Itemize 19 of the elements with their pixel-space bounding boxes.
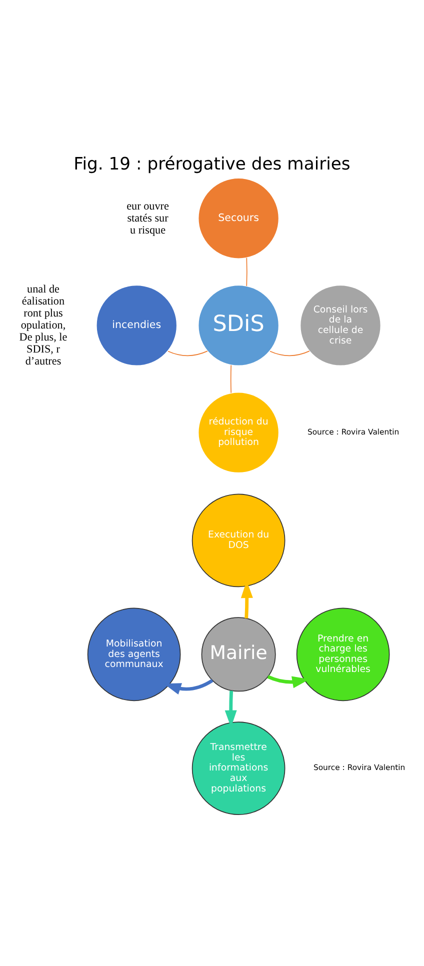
node-circle: réduction du risque pollution — [198, 391, 280, 473]
node-circle: incendies — [96, 284, 178, 366]
node-circle: Conseil lors de la cellule de crise — [300, 284, 382, 366]
label: Source : Rovira Valentin — [307, 426, 400, 436]
node-circle: Execution du DOS — [192, 493, 286, 587]
label: Source : Rovira Valentin — [313, 762, 406, 772]
connector — [270, 350, 310, 356]
label: eur ouvre statés sur u risque — [126, 200, 169, 236]
node-circle: Prendre en charge les personnes vulnérables — [296, 607, 390, 701]
node-circle: Mobilisation des agents communaux — [87, 607, 181, 701]
node-circle: Transmettre les informations aux populations — [192, 721, 286, 814]
node-circle: SDiS — [198, 284, 280, 366]
connector — [168, 350, 208, 356]
node-circle: Mairie — [201, 616, 276, 692]
connector — [246, 256, 248, 286]
diagram-title: Fig. 19 : prérogative des mairies — [74, 154, 350, 174]
connector — [230, 364, 232, 393]
label: unal de éalisation ront plus opulation, De plus, le SDIS, r d’autres — [19, 282, 68, 367]
node-circle: Secours — [198, 177, 280, 259]
